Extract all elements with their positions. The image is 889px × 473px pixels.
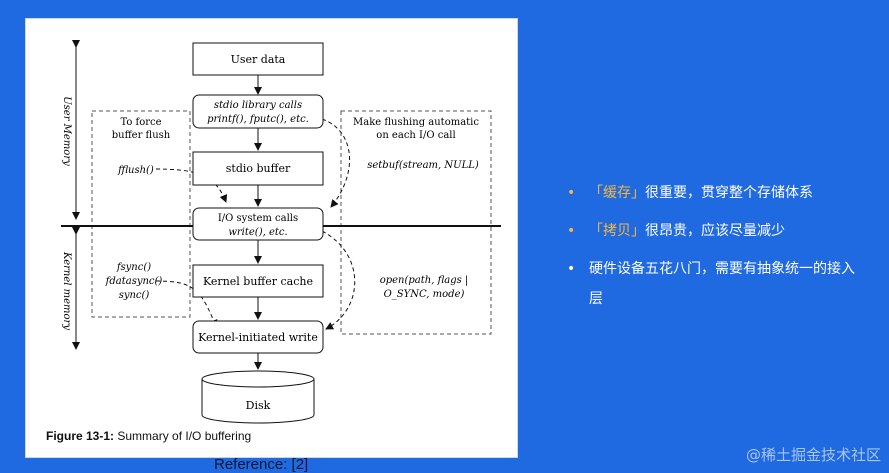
fsync-label: fsync(): [116, 262, 151, 273]
user-data-label: User data: [231, 53, 286, 66]
disk-top: [201, 370, 315, 388]
bullet-dot: •: [567, 261, 576, 277]
io-calls-box: [192, 207, 324, 241]
fdatasync-label: fdatasync(): [105, 276, 163, 287]
open-label: open(path, flags |: [380, 275, 469, 286]
stdio-calls-funcs: printf(), fputc(), etc.: [207, 114, 309, 125]
auto-flush-box: [340, 110, 492, 335]
force-flush-title-2: buffer flush: [112, 130, 171, 141]
kernel-write-label: Kernel-initiated write: [198, 331, 318, 344]
setbuf-label: setbuf(stream, NULL): [367, 160, 479, 171]
auto-flush-title: Make flushing automatic: [353, 117, 479, 128]
kernel-memory-label: Kernel memory: [61, 251, 72, 330]
sync-label: sync(): [119, 290, 150, 301]
stdio-calls-box: [192, 94, 324, 129]
stdio-buffer-label: stdio buffer: [226, 162, 291, 175]
bullet-dot: •: [567, 223, 576, 239]
bullet-item: • 「缓存」很重要，贯穿整个存储体系: [567, 178, 867, 208]
bullet-list: • 「缓存」很重要，贯穿整个存储体系 • 「拷贝」很昂贵，应该尽量减少 • 硬件…: [567, 178, 867, 322]
figure-caption: Figure 13-1: Summary of I/O buffering: [46, 429, 251, 443]
bullet-text: 很重要，贯穿整个存储体系: [645, 185, 813, 201]
io-calls-label: I/O system calls: [218, 213, 298, 224]
caption-text: Summary of I/O buffering: [114, 429, 252, 443]
kernel-write-box: [192, 320, 324, 354]
disk-cylinder: [201, 379, 315, 424]
disk-label: Disk: [246, 399, 271, 412]
bullet-item: • 「拷贝」很昂贵，应该尽量减少: [567, 216, 867, 246]
force-flush-title: To force: [120, 117, 161, 128]
io-buffering-figure: User Memory Kernel memory User data stdi…: [25, 18, 518, 458]
fflush-label: fflush(): [117, 165, 154, 176]
bullet-highlight: 「缓存」: [589, 185, 645, 201]
bullet-highlight: 「拷贝」: [589, 223, 645, 239]
kernel-cache-box: [192, 264, 324, 298]
watermark: @稀土掘金技术社区: [745, 446, 881, 464]
bullet-item: • 硬件设备五花八门，需要有抽象统一的接入层: [567, 254, 867, 314]
auto-flush-title-2: on each I/O call: [376, 130, 455, 141]
user-memory-label: User Memory: [61, 96, 72, 166]
stdio-buffer-box: [192, 151, 324, 186]
io-calls-funcs: write(), etc.: [228, 227, 287, 238]
force-flush-box: [91, 110, 191, 318]
bullet-dot: •: [567, 185, 576, 201]
bullet-text: 硬件设备五花八门，需要有抽象统一的接入层: [589, 261, 855, 307]
bullet-text: 很昂贵，应该尽量减少: [645, 223, 785, 239]
reference-note: Reference: [2]: [214, 456, 309, 473]
diagram-svg: User Memory Kernel memory User data stdi…: [61, 40, 501, 424]
kernel-cache-label: Kernel buffer cache: [203, 275, 313, 288]
stdio-calls-label: stdio library calls: [214, 100, 302, 111]
user-data-box: [192, 42, 324, 76]
caption-label: Figure 13-1:: [46, 429, 115, 443]
open-label-2: O_SYNC, mode): [384, 289, 465, 300]
